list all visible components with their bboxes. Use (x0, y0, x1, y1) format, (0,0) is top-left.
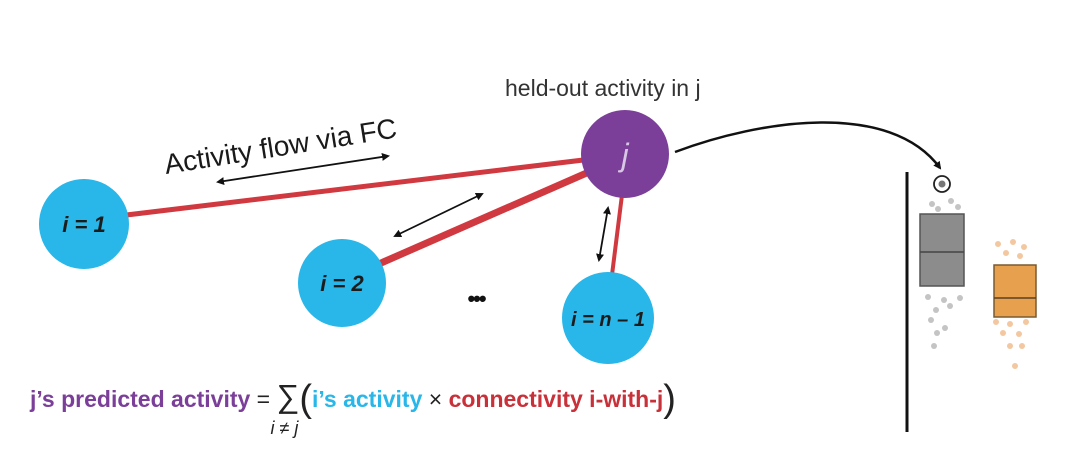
sum-symbol: ∑ i ≠ j (271, 378, 300, 438)
actual-box (993, 264, 1037, 318)
actual-points (993, 239, 1029, 369)
ellipsis-dots: ••• (467, 286, 485, 311)
circle-dot-icon (933, 175, 951, 193)
node-i2 (298, 239, 386, 327)
connection-in1-j (610, 194, 624, 276)
double-arrow-icon (596, 206, 611, 262)
node-i1 (39, 179, 129, 269)
node-j (581, 110, 669, 198)
comparison-plot (905, 172, 1037, 432)
double-arrow-icon (393, 193, 484, 237)
connection-i1-j (109, 155, 601, 220)
predicted-points (925, 198, 963, 349)
formula-times: × (422, 386, 449, 412)
formula-lhs: j’s predicted activity (30, 386, 251, 412)
close-paren: ) (663, 378, 676, 420)
sum-subscript: i ≠ j (270, 418, 299, 438)
node-in1 (562, 272, 654, 364)
node-i2-label: i = 2 (320, 271, 364, 296)
formula-term1: i’s activity (311, 386, 423, 412)
open-paren: ( (299, 378, 312, 420)
prediction-formula: j’s predicted activity = ∑ i ≠ j(i’s acti… (30, 378, 676, 438)
formula-term2: connectivity i-with-j (448, 386, 664, 412)
double-arrow-icon (216, 152, 390, 186)
flow-label: Activity flow via FC (162, 113, 399, 180)
node-in1-label: i = n – 1 (571, 309, 645, 331)
sum-glyph: ∑ (276, 378, 300, 414)
node-i1-label: i = 1 (62, 212, 105, 237)
formula-equals: = (250, 386, 277, 412)
held-out-label: held-out activity in j (505, 75, 701, 101)
predicted-box (919, 213, 965, 287)
curved-arrow-icon (674, 121, 942, 170)
